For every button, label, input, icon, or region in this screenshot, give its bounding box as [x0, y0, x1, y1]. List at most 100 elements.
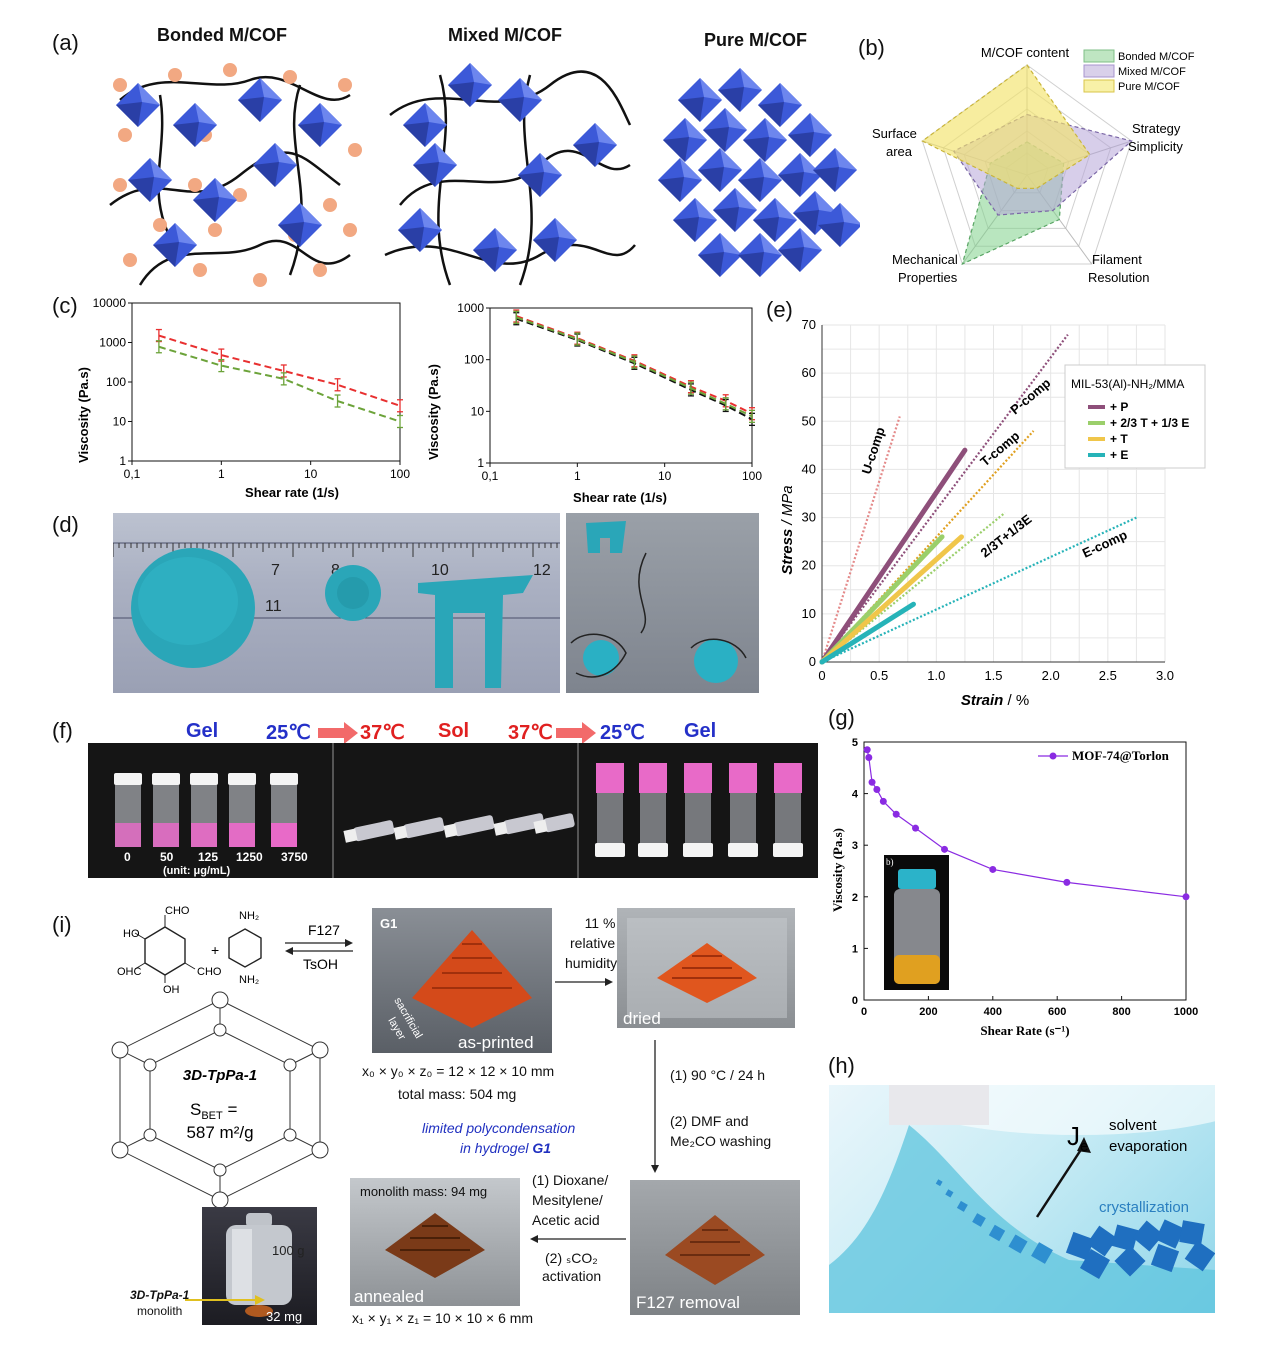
- g-x-tick-label: 0: [861, 1006, 867, 1018]
- e-legend: MIL-53(Al)-NH₂/MMA + P + 2/3 T + 1/3 E +…: [1064, 364, 1206, 469]
- e-x-tick-label: 0: [818, 668, 825, 683]
- fit-line-1: [515, 317, 753, 421]
- e-legend-23t: + 2/3 T + 1/3 E: [1110, 416, 1189, 430]
- g-y-tick-label: 5: [852, 737, 858, 749]
- vial-cap: [152, 773, 180, 785]
- bonded-schematic: [109, 63, 362, 287]
- e-legend-e: + E: [1110, 448, 1128, 462]
- i-sol3: Acetic acid: [532, 1212, 600, 1228]
- h-je: Je: [1067, 1121, 1088, 1155]
- fit-line-1: [158, 345, 401, 423]
- i-monolith-mass: monolith mass: 94 mg: [360, 1184, 487, 1199]
- c2-ylabel: Viscosity (Pa.s): [426, 364, 441, 460]
- photo-ruler-objects: 6 7 8 10 11 12: [113, 513, 560, 693]
- y-tick-label: 10000: [93, 296, 127, 310]
- vial-gel: [684, 763, 712, 793]
- ruler-7: 7: [271, 562, 280, 579]
- i-monolith-label: 3D-TpPa-1: [130, 1288, 190, 1302]
- e-y-tick-label: 30: [802, 510, 816, 525]
- g-inset-label: b): [886, 857, 894, 867]
- panel-label-f: (f): [52, 718, 73, 743]
- i-ho: HO: [123, 928, 140, 940]
- f-gel-2: Gel: [684, 720, 717, 742]
- cof-structure: 3D-TpPa-1 SBET = 587 m²/g: [111, 991, 329, 1209]
- plot-frame: [131, 302, 401, 462]
- photo-as-printed: G1 sacrificial layer as-printed: [372, 908, 552, 1053]
- radar-legend: Bonded M/COF Mixed M/COF Pure M/COF: [1083, 49, 1195, 93]
- i-humidity: humidity: [565, 955, 618, 971]
- conc-unit: (unit: μg/mL): [163, 865, 231, 877]
- panel-label-g: (g): [828, 705, 855, 730]
- y-tick-label: 1000: [457, 301, 484, 315]
- anno-p-comp: P-comp: [1007, 375, 1053, 417]
- conc-125: 125: [198, 850, 218, 864]
- g-y-tick-label: 1: [852, 943, 858, 955]
- i-sbet: SBET =: [190, 1100, 237, 1122]
- vial-cap: [270, 773, 298, 785]
- conc-1250: 1250: [236, 850, 263, 864]
- x-tick-label: 0,1: [482, 469, 499, 483]
- g-point: [863, 746, 871, 754]
- g-point: [879, 797, 887, 805]
- pure-schematic: [658, 68, 860, 277]
- g-point: [941, 845, 948, 853]
- i-nh2-top: NH₂: [239, 910, 259, 922]
- g-point: [865, 753, 873, 761]
- radar-grid-ring: [921, 64, 1133, 265]
- h-crystallization: crystallization: [1099, 1199, 1189, 1216]
- legend-mixed: Mixed M/COF: [1118, 66, 1186, 78]
- h-solvent: solvent: [1109, 1117, 1157, 1134]
- vial-body: [685, 793, 711, 843]
- e-y-tick-label: 20: [802, 558, 816, 573]
- x-tick-label: 100: [742, 469, 762, 483]
- y-tick-label: 10: [471, 404, 485, 418]
- radar-series-2: [921, 64, 1091, 189]
- c1-ylabel: Viscosity (Pa.s): [76, 367, 91, 463]
- y-tick-label: 100: [464, 353, 484, 367]
- legend-bonded: Bonded M/COF: [1118, 51, 1195, 63]
- i-dried: dried: [623, 1009, 661, 1028]
- g-x-tick-label: 400: [984, 1006, 1002, 1018]
- title-mixed: Mixed M/COF: [448, 25, 563, 45]
- i-tsoh: TsOH: [303, 956, 338, 972]
- e-dotted-4: [821, 516, 1137, 663]
- i-ohc: OHC: [117, 966, 142, 978]
- vial-cap: [190, 773, 218, 785]
- e-legend-p: + P: [1110, 400, 1128, 414]
- i-dims1: x₁ × y₁ × z₁ = 10 × 10 × 6 mm: [352, 1310, 534, 1326]
- radar-axis-simplicity: Simplicity: [1128, 139, 1183, 154]
- e-xlabel: Strain / %: [961, 692, 1029, 709]
- g-xlabel: Shear Rate (s⁻¹): [980, 1023, 1069, 1038]
- y-tick-label: 1: [477, 456, 484, 470]
- i-sol2: Mesitylene/: [532, 1192, 603, 1208]
- vial-body: [597, 793, 623, 843]
- vial-cap: [683, 843, 713, 857]
- g-y-tick-label: 3: [852, 840, 858, 852]
- title-pure: Pure M/COF: [704, 30, 808, 50]
- f-37c-2: 37℃: [508, 722, 553, 744]
- f-25c-1: 25℃: [266, 722, 311, 744]
- photo-printed-shapes: [566, 513, 759, 693]
- anno-t-comp: T-comp: [977, 428, 1022, 469]
- y-tick-label: 1000: [99, 336, 126, 350]
- radar-axis-resolution: Resolution: [1088, 270, 1149, 285]
- photo-weight: 100 g 32 mg: [202, 1207, 317, 1325]
- g-point: [873, 785, 881, 793]
- ruler-11: 11: [265, 598, 282, 615]
- g-point: [892, 810, 900, 818]
- vial-body: [730, 793, 756, 843]
- i-limited-1: limited polycondensation: [422, 1120, 576, 1136]
- e-y-tick-label: 50: [802, 413, 816, 428]
- vial-liquid: [191, 823, 217, 847]
- vial-liquid: [153, 823, 179, 847]
- x-tick-label: 10: [658, 469, 672, 483]
- i-tppa-title: 3D-TpPa-1: [183, 1067, 257, 1084]
- panel-label-b: (b): [858, 35, 885, 60]
- g-y-tick-label: 4: [852, 789, 859, 801]
- vial-gel: [729, 763, 757, 793]
- f-arrow-2: [556, 722, 596, 744]
- vial-cap: [114, 773, 142, 785]
- i-step2a: (2) DMF and: [670, 1113, 749, 1129]
